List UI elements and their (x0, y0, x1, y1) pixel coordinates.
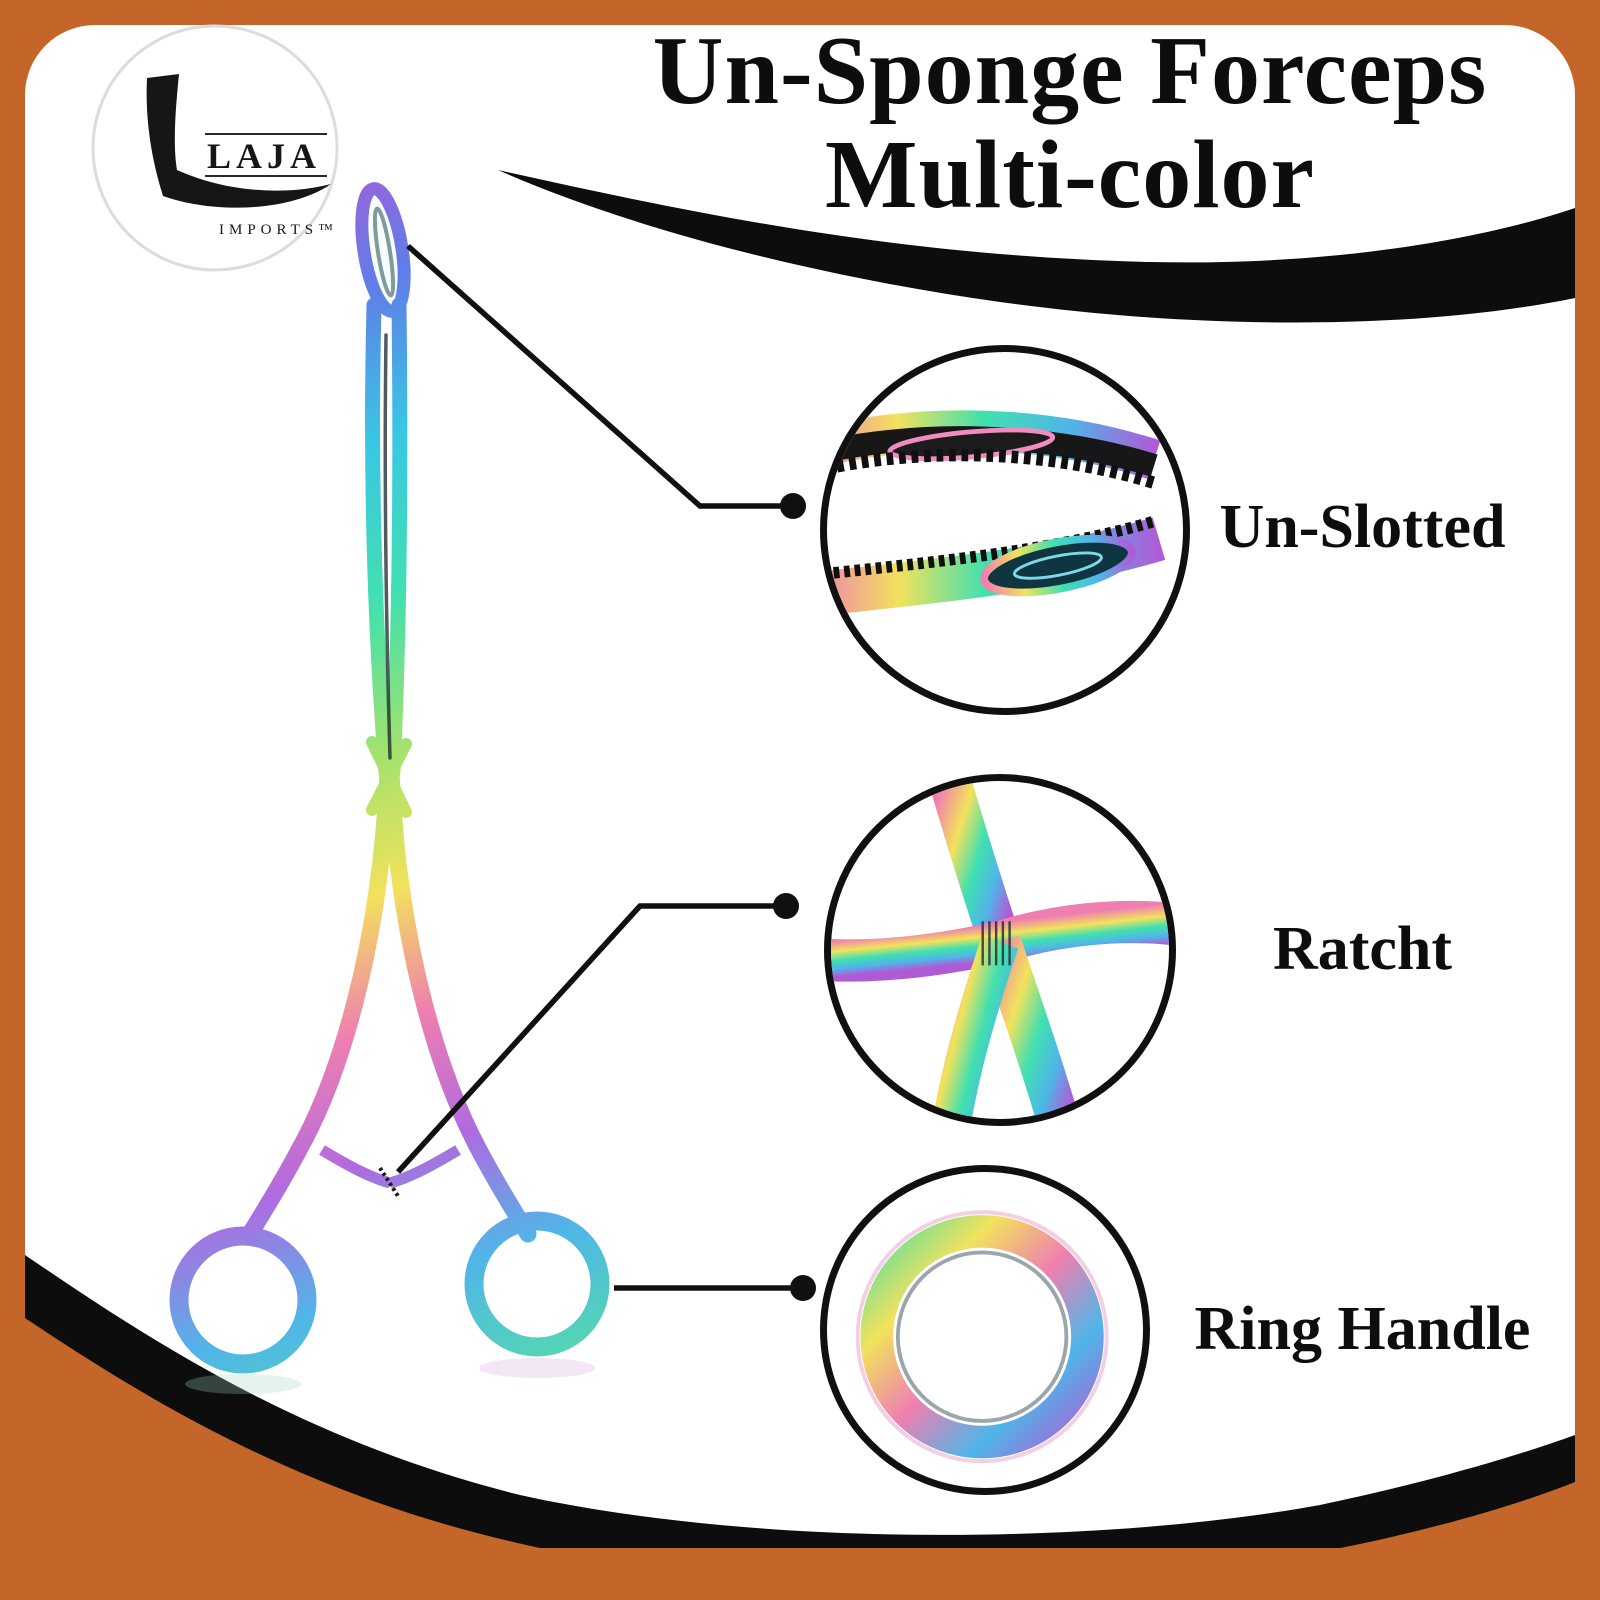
ratchet-illustration (831, 781, 1169, 1119)
logo-l-mark (146, 74, 331, 208)
callout-label-ring-handle: Ring Handle (1194, 1295, 1531, 1363)
lower-jaw (827, 515, 1166, 616)
unslotted-jaws-illustration (827, 410, 1166, 616)
logo-name: LAJA (207, 136, 321, 176)
connector-lines (395, 243, 796, 1291)
ratchet-teeth (981, 921, 1011, 966)
brand-logo: LAJA IMPORTS™ (85, 20, 345, 280)
forceps-reflection (185, 1358, 595, 1394)
upper-jaw (827, 410, 1161, 489)
content-panel (25, 25, 1575, 1545)
connector-line-ratchet (395, 903, 778, 1174)
forceps-ring-handles (169, 1211, 610, 1374)
bottom-swoosh-black (25, 1255, 1575, 1548)
ring-body (860, 1215, 1104, 1459)
logo-subtitle: IMPORTS™ (219, 222, 338, 238)
brand-logo-graphic: LAJA IMPORTS™ (91, 24, 339, 272)
callout-circle-unslotted (820, 345, 1190, 715)
ring-handle-illustration (855, 1210, 1109, 1464)
top-swoosh (498, 170, 1575, 323)
ratchet-arms (831, 781, 1169, 1119)
callout-circle-ratchet (824, 774, 1176, 1126)
connector-line-unslotted (406, 243, 786, 509)
callout-circle-ring-handle (820, 1165, 1150, 1495)
forceps-ratchet (319, 1145, 461, 1198)
forceps-shanks (241, 297, 537, 1243)
callout-label-ratchet: Ratcht (1272, 915, 1453, 983)
callout-label-unslotted: Un-Slotted (1219, 493, 1506, 561)
connector-dots (773, 493, 816, 1301)
ring-inner-rim (895, 1250, 1069, 1423)
page-title: Un-Sponge Forceps Multi-color (570, 17, 1570, 229)
title-line-2: Multi-color (825, 120, 1315, 229)
bottom-swoosh-orange (25, 1318, 1575, 1600)
title-line-1: Un-Sponge Forceps (652, 17, 1488, 125)
ring-outer-rim (855, 1210, 1109, 1464)
